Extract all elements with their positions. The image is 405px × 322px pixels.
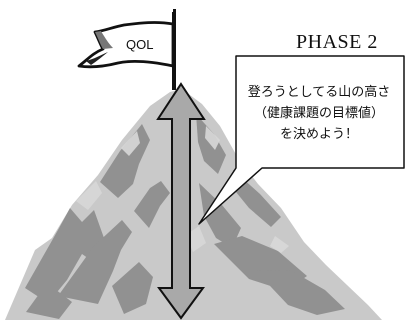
callout-line-2: （健康課題の目標値）	[253, 106, 384, 121]
height-arrow	[156, 82, 206, 320]
callout-text: 登ろうとしてる山の高さ （健康課題の目標値） を決めよう！	[236, 82, 402, 145]
flag-label: QOL	[126, 37, 153, 52]
flag-pole-top	[173, 9, 176, 14]
flag-edge-shade	[86, 52, 108, 65]
phase-label: PHASE 2	[296, 31, 378, 53]
speech-callout	[198, 55, 405, 225]
callout-line-3: を決めよう！	[279, 127, 358, 142]
height-arrow-top-head	[156, 82, 206, 320]
callout-line-1: 登ろうとしてる山の高さ	[247, 85, 391, 100]
flag-fold-shade	[95, 31, 113, 49]
